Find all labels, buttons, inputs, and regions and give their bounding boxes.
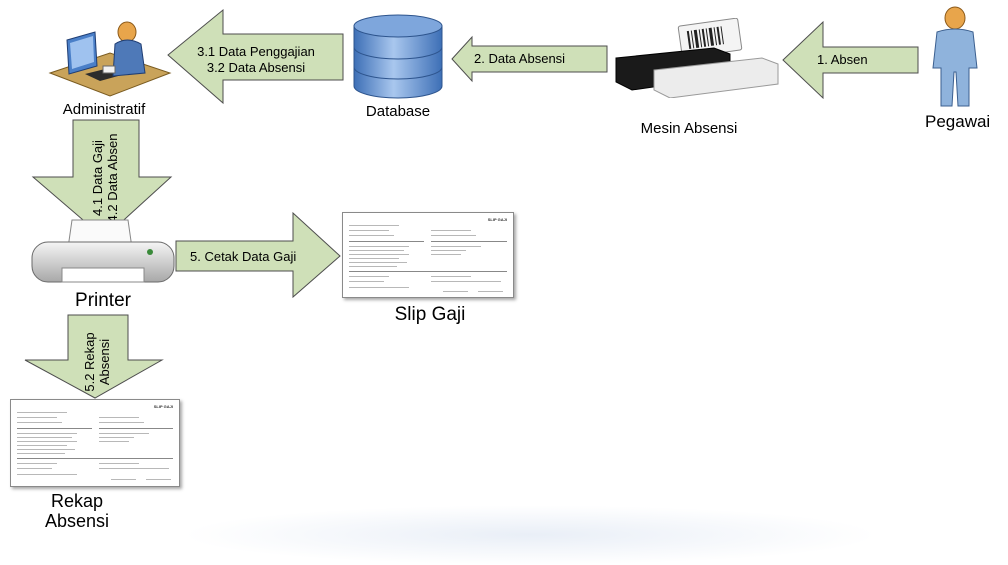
node-database: Database	[365, 103, 431, 120]
node-rekap-absensi-line2: Absensi	[44, 511, 110, 531]
arrow-rekap-absensi	[24, 314, 164, 399]
printer-icon	[31, 219, 175, 283]
arrow-data-gaji	[31, 119, 173, 239]
arrow-absen	[782, 20, 919, 100]
database-icon	[353, 14, 443, 99]
label-data-penggajian: 3.1 Data Penggajian 3.2 Data Absensi	[176, 44, 336, 76]
rekap-absensi-document: SLIP GAJI	[10, 399, 180, 487]
arrow-data-absensi	[451, 35, 608, 83]
label-data-penggajian-line2: 3.2 Data Absensi	[206, 60, 306, 75]
node-rekap-absensi: Rekap Absensi	[22, 491, 132, 531]
arrow-cetak-data-gaji	[175, 211, 341, 299]
node-pegawai: Pegawai	[925, 112, 991, 131]
slip-doc-title: SLIP GAJI	[487, 217, 507, 222]
node-administratif: Administratif	[62, 101, 146, 118]
node-slip-gaji: Slip Gaji	[394, 304, 466, 325]
administratif-icon	[48, 21, 172, 97]
node-printer: Printer	[75, 290, 131, 311]
node-mesin-absensi: Mesin Absensi	[640, 120, 738, 137]
label-cetak-data-gaji: 5. Cetak Data Gaji	[190, 249, 297, 264]
label-absen: 1. Absen	[817, 52, 868, 67]
label-data-penggajian-line1: 3.1 Data Penggajian	[197, 44, 315, 59]
flow-arrows	[24, 8, 919, 399]
rekap-doc-title: SLIP GAJI	[153, 404, 173, 409]
slip-gaji-document: SLIP GAJI	[342, 212, 514, 298]
arrow-data-penggajian	[167, 8, 344, 105]
card-reader-icon	[615, 18, 779, 98]
node-rekap-absensi-line1: Rekap	[50, 491, 104, 511]
person-icon	[932, 6, 978, 107]
label-data-absensi: 2. Data Absensi	[474, 51, 566, 66]
